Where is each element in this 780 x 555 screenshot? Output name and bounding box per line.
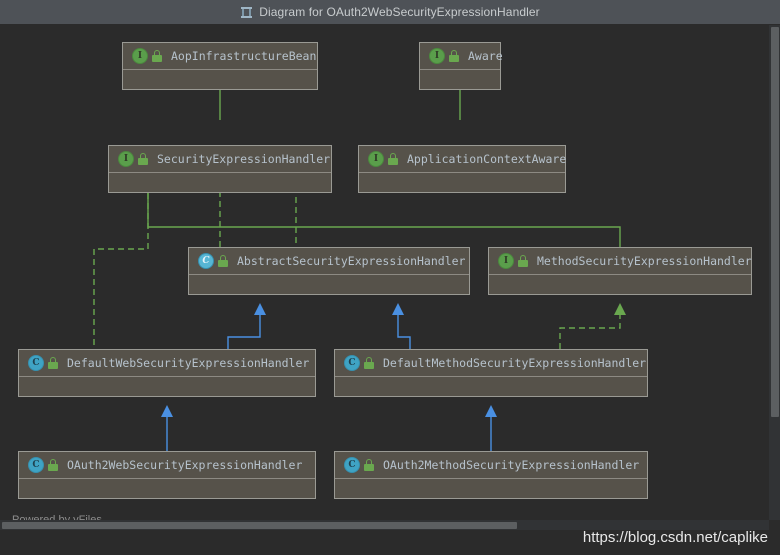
public-lock-icon — [218, 255, 229, 267]
class-name: DefaultWebSecurityExpressionHandler — [67, 356, 310, 370]
diagram-canvas[interactable]: I AopInfrastructureBean I Aware I Securi… — [0, 25, 780, 520]
diagram-icon — [240, 6, 253, 19]
interface-icon: I — [118, 151, 134, 167]
class-name: SecurityExpressionHandler — [157, 152, 331, 166]
public-lock-icon — [388, 153, 399, 165]
public-lock-icon — [364, 459, 375, 471]
class-node-method-security-expression-handler[interactable]: I MethodSecurityExpressionHandler — [488, 247, 752, 295]
public-lock-icon — [364, 357, 375, 369]
class-node-aware[interactable]: I Aware — [419, 42, 503, 90]
public-lock-icon — [48, 357, 59, 369]
interface-icon: I — [498, 253, 514, 269]
edge-oauth2-method-security-expression-handler-to-default-method-security-expression-handler — [485, 405, 497, 451]
class-icon: C — [28, 355, 44, 371]
horizontal-scrollbar[interactable] — [0, 520, 769, 530]
class-name: OAuth2WebSecurityExpressionHandler — [67, 458, 303, 472]
edge-default-web-security-expression-handler-to-security-expression-handler — [93, 183, 149, 355]
vertical-scroll-thumb[interactable] — [771, 27, 779, 417]
class-node-default-web-security-expression-handler[interactable]: C DefaultWebSecurityExpressionHandler — [18, 349, 316, 397]
footer: Powered by yFiles https://blog.csdn.net/… — [0, 514, 780, 555]
class-icon: C — [344, 457, 360, 473]
watermark-url: https://blog.csdn.net/caplike — [582, 529, 768, 546]
class-icon: C — [344, 355, 360, 371]
public-lock-icon — [449, 50, 460, 62]
interface-icon: I — [368, 151, 384, 167]
class-name: ApplicationContextAware — [407, 152, 567, 166]
edge-default-web-security-expression-handler-to-abstract-security-expression-handler — [227, 303, 266, 349]
public-lock-icon — [48, 459, 59, 471]
public-lock-icon — [152, 50, 163, 62]
public-lock-icon — [138, 153, 149, 165]
vertical-scrollbar[interactable] — [769, 25, 780, 520]
class-name: AbstractSecurityExpressionHandler — [237, 254, 466, 268]
abstract-class-icon: C — [198, 253, 214, 269]
public-lock-icon — [518, 255, 529, 267]
horizontal-scroll-thumb[interactable] — [2, 522, 517, 529]
class-node-application-context-aware[interactable]: I ApplicationContextAware — [358, 145, 566, 193]
interface-icon: I — [132, 48, 148, 64]
class-node-oauth2-web-security-expression-handler[interactable]: C OAuth2WebSecurityExpressionHandler — [18, 451, 316, 499]
class-node-aop-infrastructure-bean[interactable]: I AopInfrastructureBean — [122, 42, 318, 90]
interface-icon: I — [429, 48, 445, 64]
class-name: DefaultMethodSecurityExpressionHandler — [383, 356, 647, 370]
window-titlebar: Diagram for OAuth2WebSecurityExpressionH… — [0, 0, 780, 25]
window-title: Diagram for OAuth2WebSecurityExpressionH… — [259, 5, 540, 19]
class-node-oauth2-method-security-expression-handler[interactable]: C OAuth2MethodSecurityExpressionHandler — [334, 451, 648, 499]
class-name: OAuth2MethodSecurityExpressionHandler — [383, 458, 640, 472]
edge-oauth2-web-security-expression-handler-to-default-web-security-expression-handler — [161, 405, 173, 451]
class-name: MethodSecurityExpressionHandler — [537, 254, 752, 268]
class-icon: C — [28, 457, 44, 473]
class-node-security-expression-handler[interactable]: I SecurityExpressionHandler — [108, 145, 332, 193]
class-node-abstract-security-expression-handler[interactable]: C AbstractSecurityExpressionHandler — [188, 247, 470, 295]
class-name: Aware — [468, 49, 503, 63]
edge-default-method-security-expression-handler-to-abstract-security-expression-handler — [392, 303, 411, 349]
class-name: AopInfrastructureBean — [171, 49, 317, 63]
edge-default-method-security-expression-handler-to-method-security-expression-handler — [559, 303, 626, 349]
class-node-default-method-security-expression-handler[interactable]: C DefaultMethodSecurityExpressionHandler — [334, 349, 648, 397]
